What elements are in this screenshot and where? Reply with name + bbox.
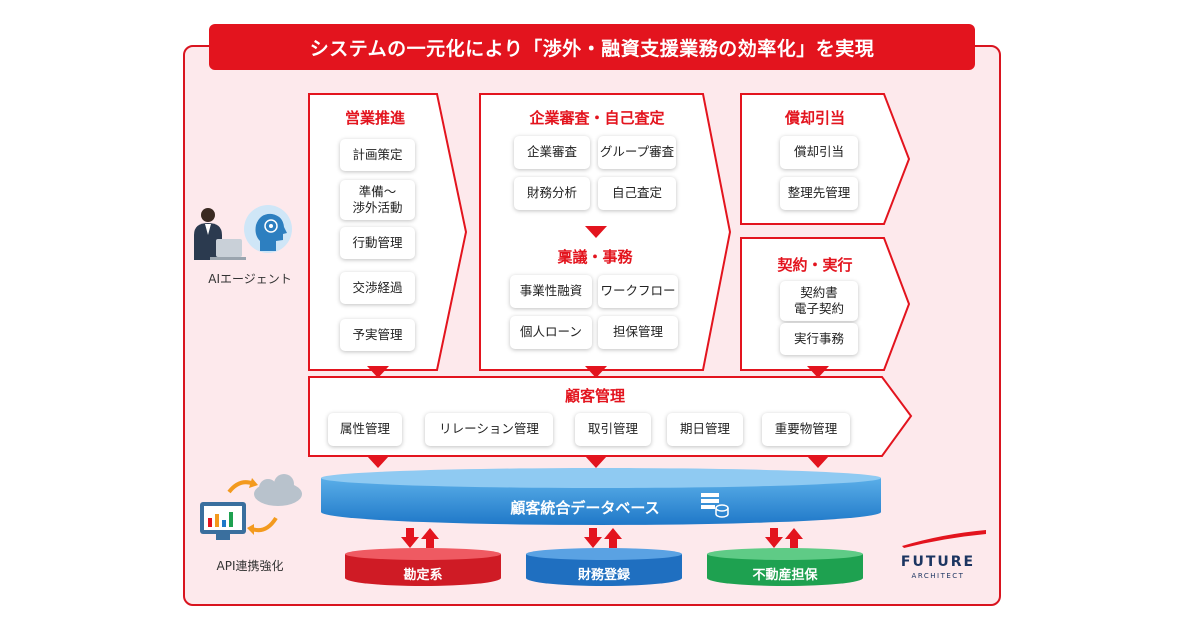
sync-arrows-icon — [584, 528, 622, 548]
customer-title: 顧客管理 — [564, 387, 625, 405]
review-item: 財務分析 — [514, 177, 590, 210]
flow-arrow — [367, 366, 389, 378]
approval-item: 個人ローン — [510, 316, 592, 349]
sales-item: 行動管理 — [340, 227, 415, 259]
subsystem-cylinder — [707, 548, 863, 586]
flow-arrow — [585, 366, 607, 378]
customer-item: 属性管理 — [328, 413, 402, 446]
customer-item: 期日管理 — [667, 413, 743, 446]
flow-arrow — [585, 456, 607, 468]
sales-title: 営業推進 — [344, 109, 405, 127]
contract-item: 契約書 電子契約 — [780, 281, 858, 321]
sales-item: 交渉経過 — [340, 272, 415, 304]
ai-agent-icon — [194, 205, 292, 260]
approval-item: 事業性融資 — [510, 275, 592, 308]
subsystem-label: 財務登録 — [577, 568, 630, 583]
sync-arrows-icon — [401, 528, 439, 548]
flow-arrow — [367, 456, 389, 468]
contract-item: 実行事務 — [780, 323, 858, 355]
flow-arrow — [807, 456, 829, 468]
writeoff-title: 償却引当 — [784, 109, 845, 127]
sales-item: 予実管理 — [340, 319, 415, 351]
logo-line1: FUTURE — [901, 554, 975, 570]
api-label: API連携強化 — [216, 559, 284, 573]
future-architect-logo: FUTURE ARCHITECT — [901, 530, 986, 580]
writeoff-item: 償却引当 — [780, 136, 858, 169]
contract-title: 契約・実行 — [777, 256, 853, 274]
database-icon — [701, 493, 729, 518]
ai-agent-label: AIエージェント — [208, 272, 292, 286]
flow-arrow — [585, 226, 607, 238]
database-title: 顧客統合データベース — [510, 499, 660, 517]
customer-item: 取引管理 — [575, 413, 651, 446]
review-item: 自己査定 — [598, 177, 676, 210]
subsystem-cylinder — [526, 548, 682, 586]
subsystem-label: 勘定系 — [403, 568, 443, 583]
writeoff-item: 整理先管理 — [780, 177, 858, 210]
logo-line2: ARCHITECT — [912, 572, 965, 580]
customer-item: 重要物管理 — [762, 413, 850, 446]
review-title: 企業審査・自己査定 — [529, 109, 665, 127]
flow-arrow — [807, 366, 829, 378]
approval-item: ワークフロー — [598, 275, 678, 308]
sales-item: 計画策定 — [340, 139, 415, 171]
subsystem-label: 不動産担保 — [752, 568, 818, 583]
approval-item: 担保管理 — [598, 316, 678, 349]
customer-item: リレーション管理 — [425, 413, 553, 446]
api-integration-icon — [200, 474, 302, 540]
subsystem-cylinder — [345, 548, 501, 586]
review-item: 企業審査 — [514, 136, 590, 169]
sales-item: 準備〜 渉外活動 — [340, 180, 415, 220]
review-item: グループ審査 — [598, 136, 676, 169]
approval-title: 稟議・事務 — [557, 248, 633, 266]
banner-title: システムの一元化により「渉外・融資支援業務の効率化」を実現 — [209, 24, 975, 70]
customer-database — [321, 468, 881, 525]
sync-arrows-icon — [765, 528, 803, 548]
